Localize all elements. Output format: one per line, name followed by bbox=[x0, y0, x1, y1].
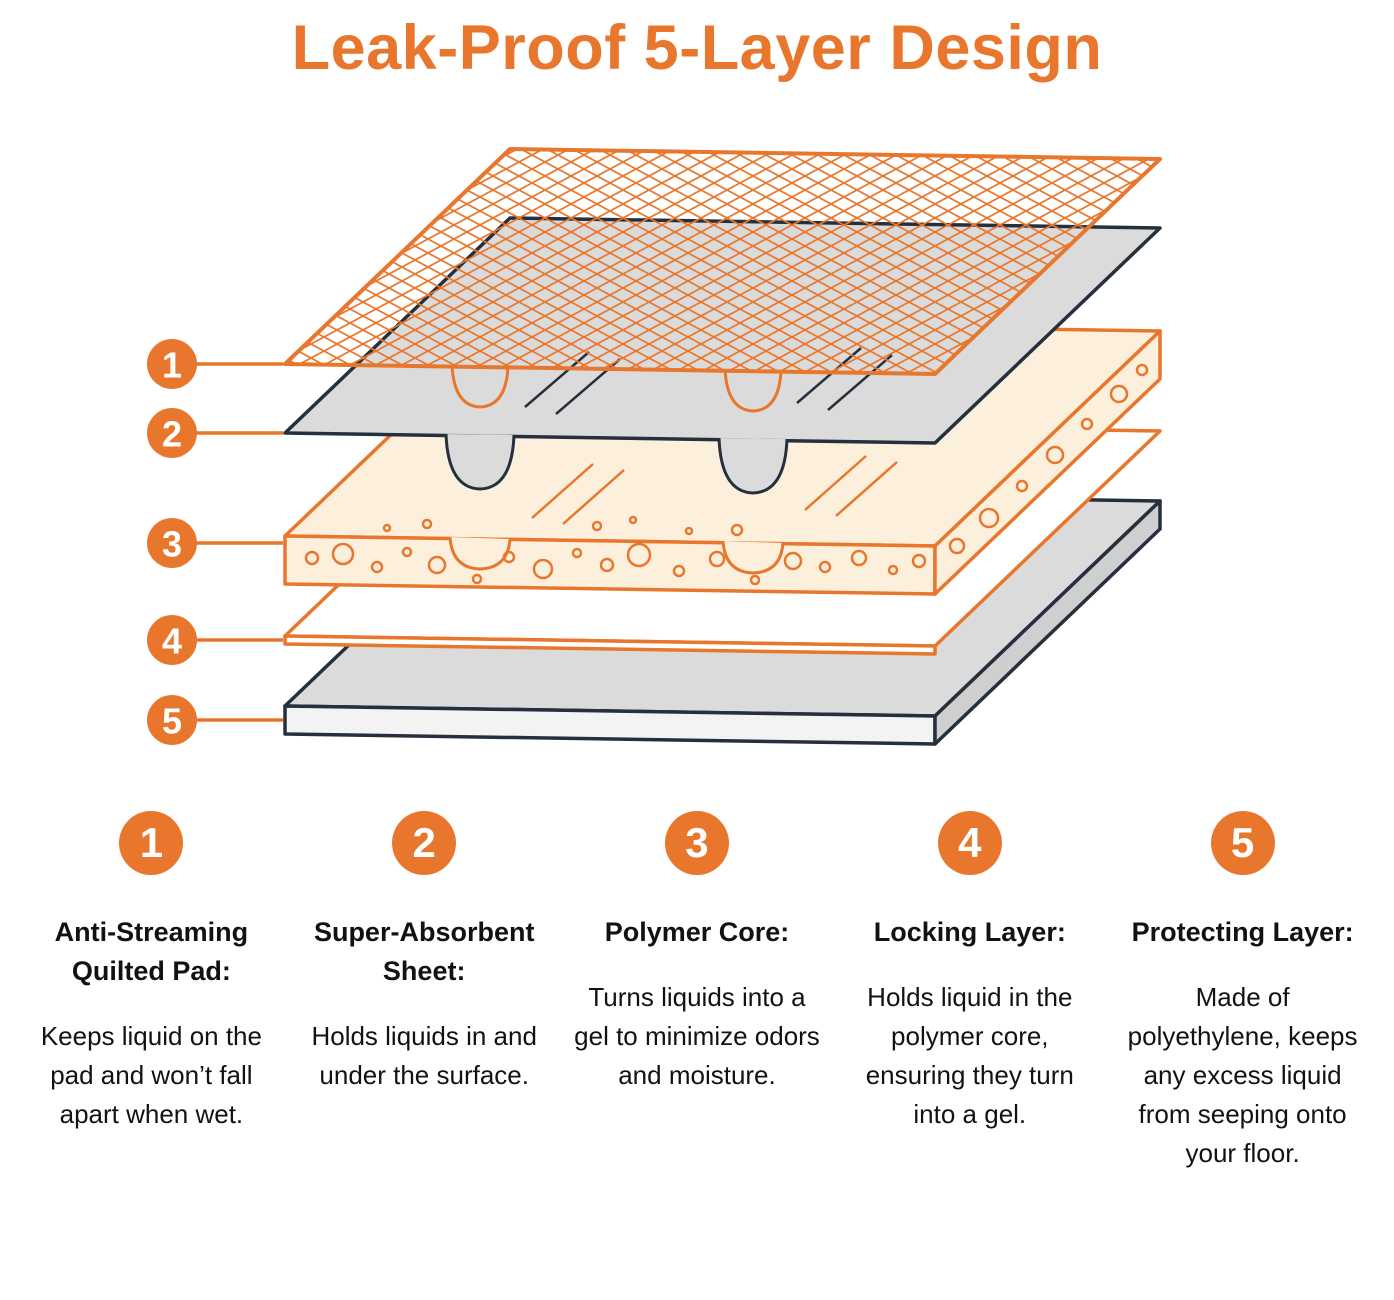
layer-heading-2: Super-Absorbent Sheet: bbox=[313, 917, 535, 987]
sheet-dimple bbox=[444, 433, 516, 491]
layer-number-badge-2: 2 bbox=[392, 811, 457, 875]
layer-diagram: 1 2 3 4 5 bbox=[77, 106, 1317, 771]
callout-number-5: 5 bbox=[162, 701, 182, 742]
callout-number-4: 4 bbox=[162, 621, 182, 662]
layer-description-4: Holds liquid in the polymer core, ensuri… bbox=[865, 982, 1074, 1130]
callout-number-3: 3 bbox=[162, 524, 182, 565]
mesh-dimple bbox=[450, 364, 510, 409]
layer-1-anti-streaming-quilted-pad bbox=[283, 147, 1162, 413]
polymer-bubbles bbox=[304, 363, 1149, 586]
layer-heading-4: Locking Layer: bbox=[873, 917, 1066, 947]
callout-2: 2 bbox=[147, 408, 197, 458]
page-title: Leak-Proof 5-Layer Design bbox=[291, 13, 1103, 83]
core-notch bbox=[721, 540, 785, 575]
layer-heading-1: Anti-Streaming Quilted Pad: bbox=[54, 917, 249, 987]
callout-3: 3 bbox=[147, 518, 197, 568]
layer-info-1: 1 Anti-Streaming Quilted Pad: Keeps liqu… bbox=[28, 811, 275, 1173]
layer-number-badge-5: 5 bbox=[1210, 811, 1275, 875]
mesh-dimple bbox=[723, 368, 783, 413]
core-hatch-lines bbox=[531, 455, 898, 525]
callout-number-1: 1 bbox=[162, 345, 182, 386]
callout-4: 4 bbox=[147, 615, 197, 665]
layer-number-badge-4: 4 bbox=[937, 811, 1002, 875]
layer-description-3: Turns liquids into a gel to minimize odo… bbox=[574, 982, 820, 1091]
exploded-layers-illustration: 1 2 3 4 5 bbox=[147, 147, 1162, 746]
layer-description-5: Made of polyethylene, keeps any excess l… bbox=[1127, 982, 1358, 1169]
layer-heading-5: Protecting Layer: bbox=[1131, 917, 1354, 947]
layer-heading-3: Polymer Core: bbox=[604, 917, 790, 947]
layer-description-2: Holds liquids in and under the surface. bbox=[311, 1021, 537, 1091]
layer-info-2: 2 Super-Absorbent Sheet: Holds liquids i… bbox=[301, 811, 548, 1173]
sheet-dimple bbox=[717, 437, 789, 495]
layer-number-badge-3: 3 bbox=[664, 811, 729, 875]
layer-number-badge-1: 1 bbox=[119, 811, 184, 875]
callout-5: 5 bbox=[147, 695, 197, 745]
layer-info-5: 5 Protecting Layer: Made of polyethylene… bbox=[1119, 811, 1366, 1173]
callout-lines bbox=[196, 362, 283, 722]
callout-number-2: 2 bbox=[162, 414, 182, 455]
sheet-hatch-lines bbox=[524, 347, 893, 415]
layer-info-3: 3 Polymer Core: Turns liquids into a gel… bbox=[574, 811, 821, 1173]
layer-info-4: 4 Locking Layer: Holds liquid in the pol… bbox=[846, 811, 1093, 1173]
callout-1: 1 bbox=[147, 339, 197, 389]
layer-description-1: Keeps liquid on the pad and won’t fall a… bbox=[40, 1021, 262, 1130]
layer-info-section: 1 Anti-Streaming Quilted Pad: Keeps liqu… bbox=[0, 811, 1394, 1173]
